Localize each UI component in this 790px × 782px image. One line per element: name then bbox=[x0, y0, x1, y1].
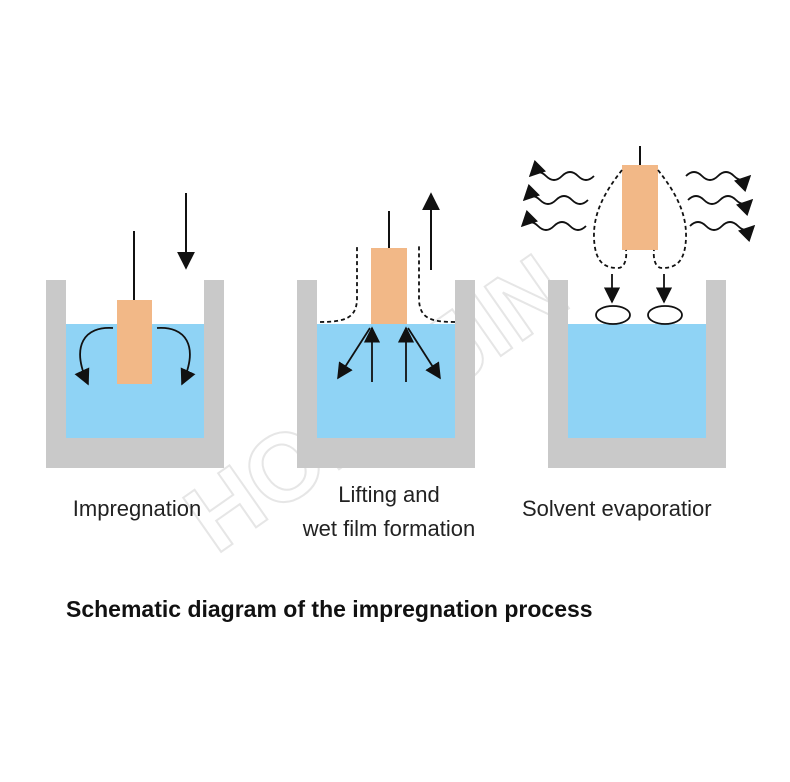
vapor-wave-right-2 bbox=[687, 195, 754, 217]
flow-arrow-left bbox=[74, 327, 114, 386]
container-1-wall-left bbox=[46, 280, 66, 468]
container-2-wall-left bbox=[297, 280, 317, 468]
container-3-bottom bbox=[548, 438, 726, 468]
wet-film-outline bbox=[319, 246, 456, 323]
vapor-wave-left-1 bbox=[528, 159, 595, 181]
flow-arrow-right bbox=[156, 327, 196, 386]
container-2 bbox=[297, 280, 475, 468]
liquid-2 bbox=[317, 324, 455, 438]
sample-1 bbox=[117, 300, 152, 384]
vapor-wave-right-3 bbox=[689, 221, 756, 243]
droplet-left bbox=[595, 305, 631, 325]
sample-2 bbox=[371, 248, 407, 324]
liquid-3 bbox=[568, 324, 706, 438]
stage-evaporation: Solvent evaporatior bbox=[520, 146, 756, 521]
vapor-wave-left-2 bbox=[522, 183, 589, 205]
container-3-wall-right bbox=[706, 280, 726, 468]
diagram-caption: Schematic diagram of the impregnation pr… bbox=[66, 596, 593, 622]
droplet-right bbox=[647, 305, 683, 325]
vapor-wave-right-1 bbox=[685, 171, 752, 193]
container-3 bbox=[548, 280, 726, 468]
sample-3 bbox=[622, 165, 658, 250]
stage-3-label: Solvent evaporatior bbox=[522, 496, 712, 521]
container-1-bottom bbox=[46, 438, 224, 468]
stage-lifting: Lifting and wet film formation bbox=[297, 192, 475, 541]
drain-arrow-4 bbox=[407, 327, 441, 380]
vapor-wave-left-3 bbox=[520, 209, 587, 231]
container-1-wall-right bbox=[204, 280, 224, 468]
stage-1-label: Impregnation bbox=[73, 496, 201, 521]
stage-2-label-line-2: wet film formation bbox=[302, 516, 475, 541]
stage-2-label-line-1: Lifting and bbox=[338, 482, 440, 507]
container-2-bottom bbox=[297, 438, 475, 468]
container-2-wall-right bbox=[455, 280, 475, 468]
stage-impregnation: Impregnation bbox=[46, 193, 224, 521]
container-3-wall-left bbox=[548, 280, 568, 468]
evaporating-film-outline bbox=[593, 169, 687, 269]
